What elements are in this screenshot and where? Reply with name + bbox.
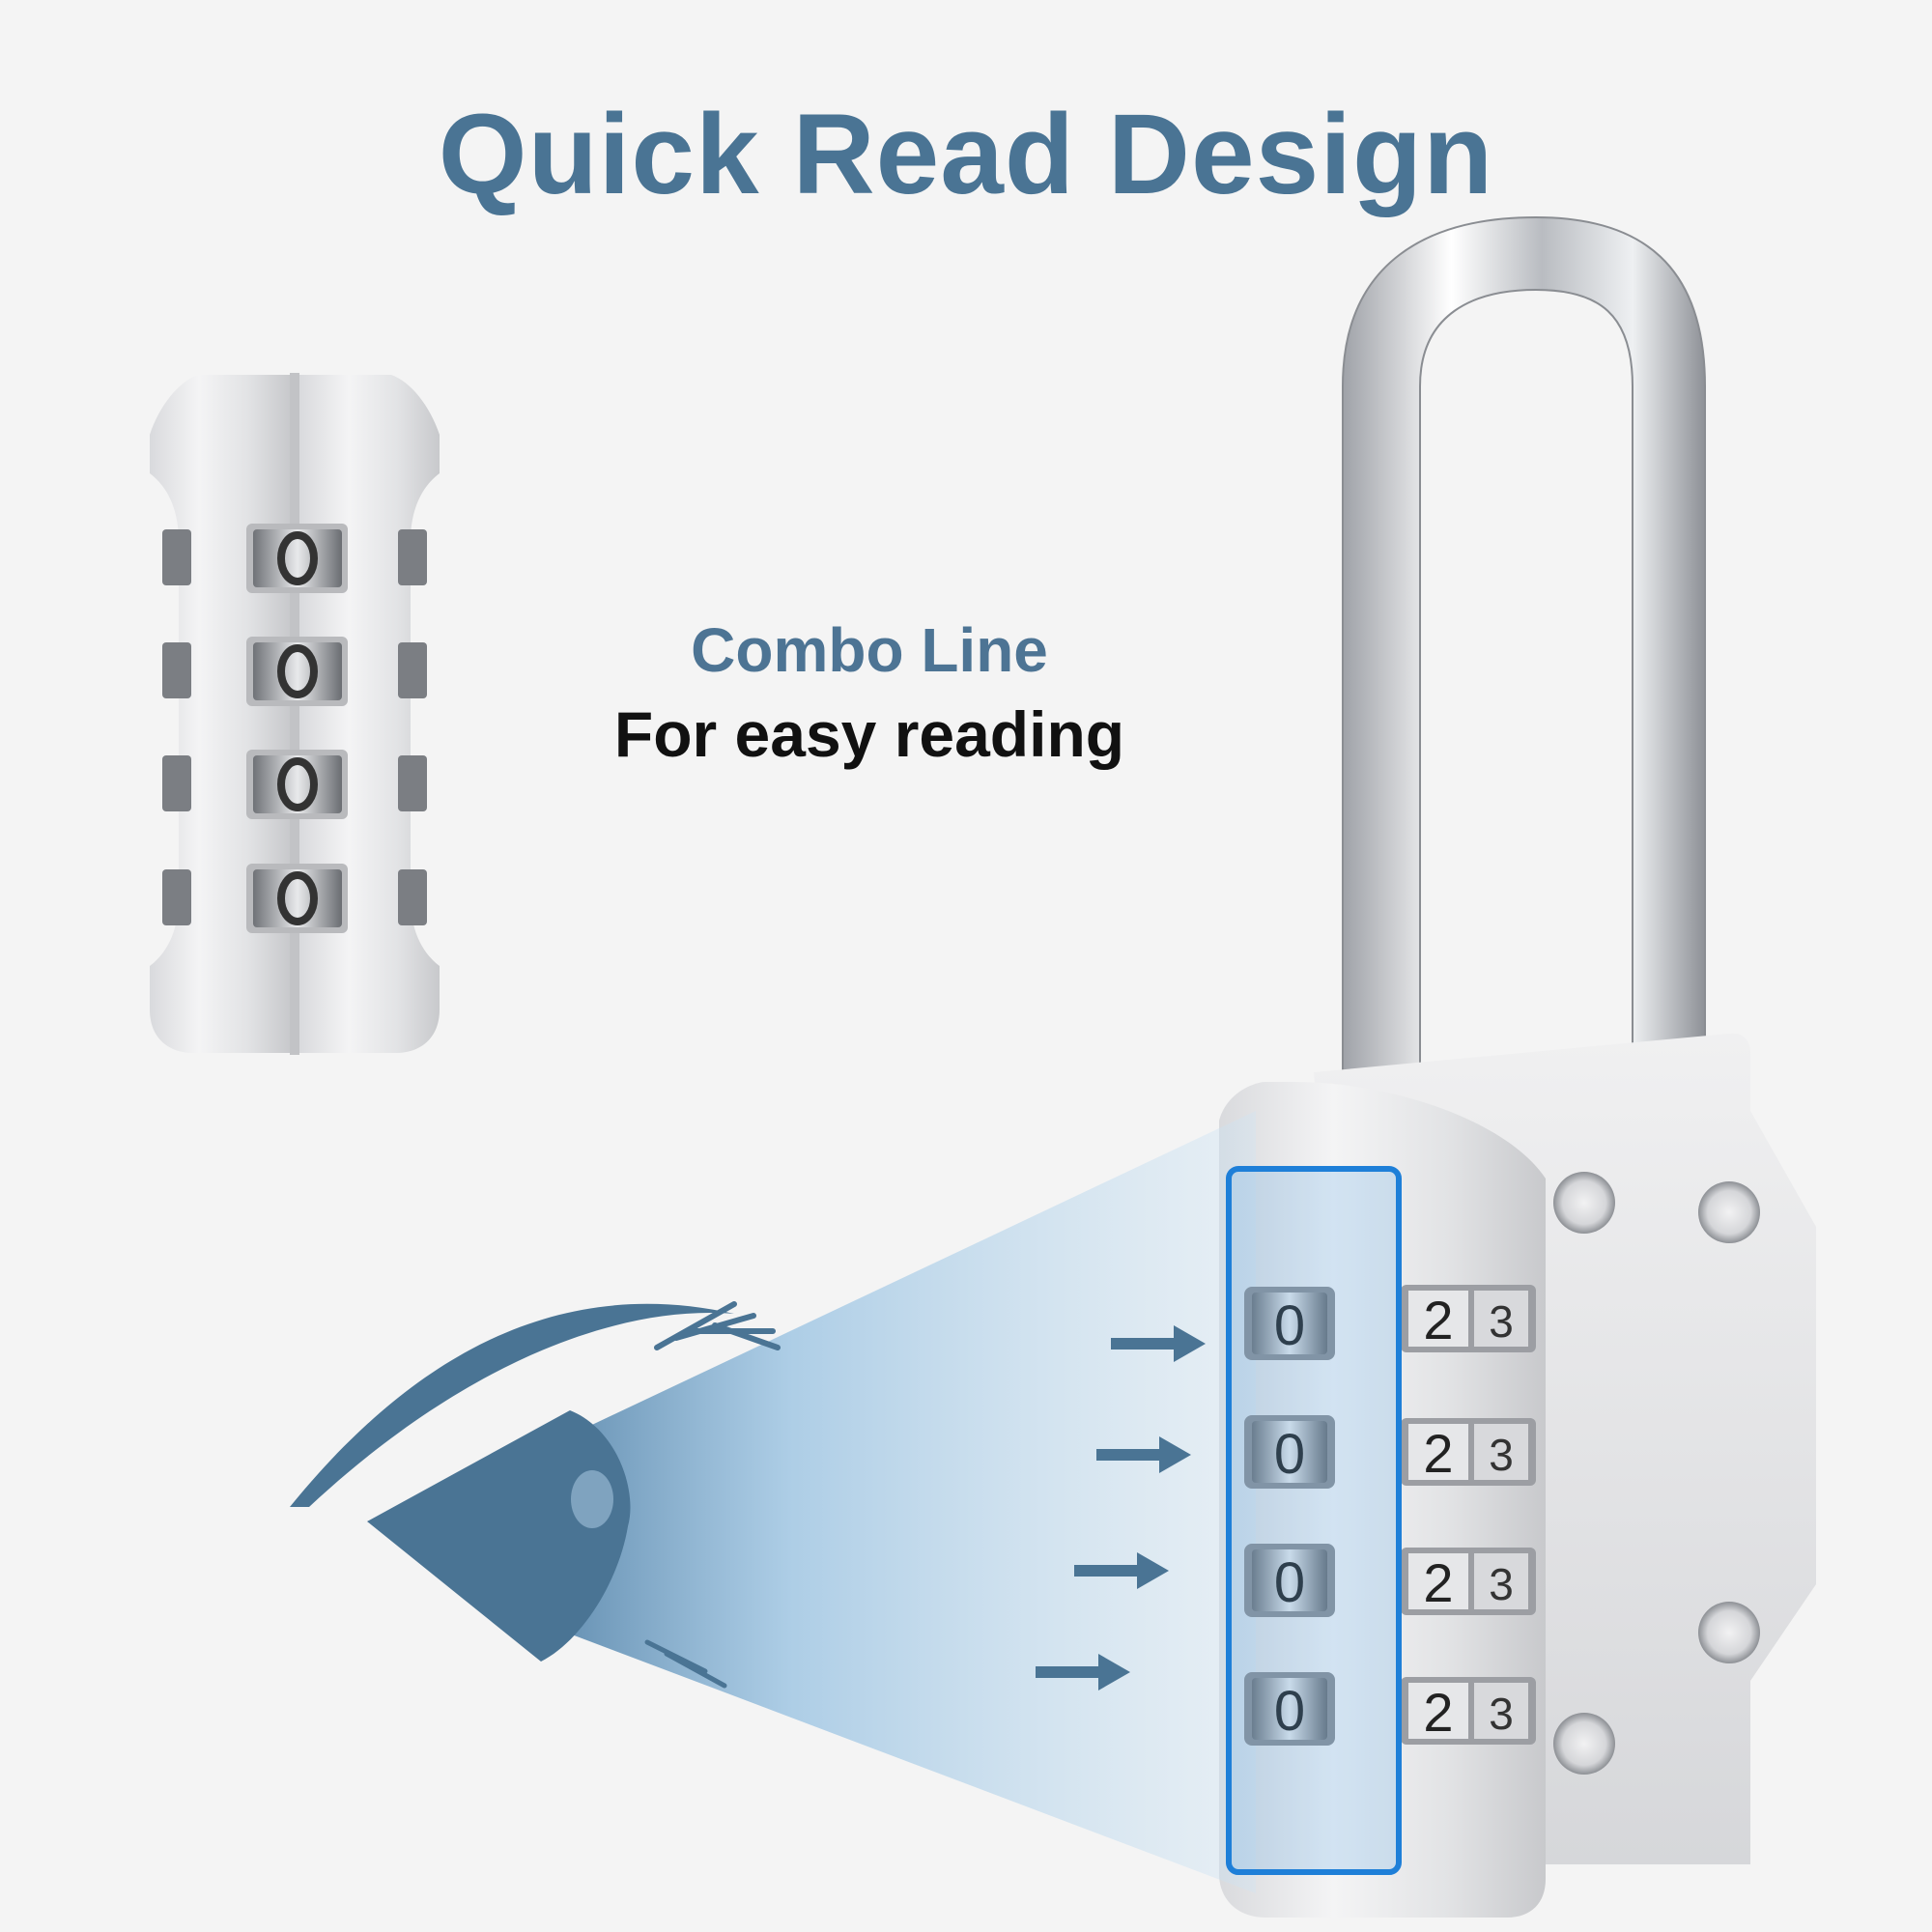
arrows bbox=[1036, 1325, 1206, 1690]
detail-dials bbox=[162, 524, 427, 933]
page-title: Quick Read Design bbox=[438, 91, 1494, 218]
front-digit: 0 bbox=[1274, 1680, 1305, 1743]
front-dials: 0 0 0 0 bbox=[1244, 1287, 1335, 1746]
shackle bbox=[1342, 215, 1706, 1093]
front-digit: 0 bbox=[1274, 1551, 1305, 1614]
rivets bbox=[1553, 1172, 1760, 1775]
combo-line-highlight bbox=[1226, 1166, 1402, 1875]
side-digit: 3 bbox=[1489, 1689, 1514, 1739]
side-digit: 3 bbox=[1489, 1430, 1514, 1480]
arrow-right-icon bbox=[1111, 1325, 1206, 1362]
front-digit: 0 bbox=[1274, 1294, 1305, 1357]
side-digit: 2 bbox=[1423, 1552, 1453, 1613]
arrow-right-icon bbox=[1036, 1654, 1130, 1690]
callout-subtitle: For easy reading bbox=[613, 698, 1125, 770]
vision-beam bbox=[541, 1111, 1256, 1893]
front-digit: 0 bbox=[1274, 1423, 1305, 1486]
side-digit: 2 bbox=[1423, 1682, 1453, 1743]
side-digit: 2 bbox=[1423, 1423, 1453, 1484]
side-digit: 3 bbox=[1489, 1559, 1514, 1609]
dial-core-detail bbox=[150, 373, 440, 1055]
eye-icon bbox=[290, 1301, 781, 1689]
side-digit: 2 bbox=[1423, 1290, 1453, 1350]
side-dials: 2 3 2 3 2 3 2 3 bbox=[1401, 1285, 1536, 1745]
callout-title: Combo Line bbox=[691, 615, 1048, 685]
arrow-right-icon bbox=[1096, 1436, 1191, 1473]
arrow-right-icon bbox=[1074, 1552, 1169, 1589]
side-digit: 3 bbox=[1489, 1296, 1514, 1347]
